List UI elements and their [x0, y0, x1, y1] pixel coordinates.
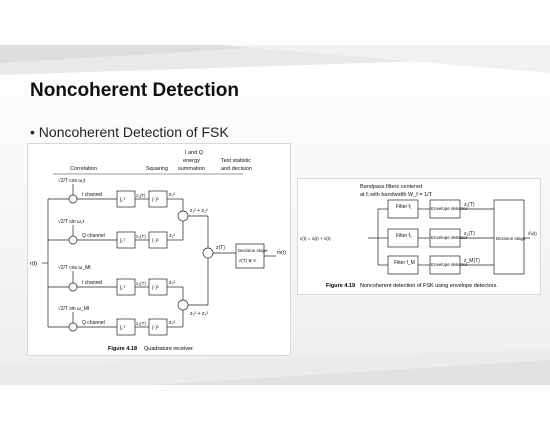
header-correlation: Correlation	[70, 166, 97, 172]
test-out: z(T)	[216, 245, 225, 251]
channel-3: I channel	[82, 280, 102, 286]
caption-419-num: Figure 4.19	[326, 283, 355, 289]
filter-1-label: Filter f₁	[396, 204, 412, 210]
header-iq-1: I and Q	[185, 150, 204, 156]
caption-418-num: Figure 4.18	[108, 346, 137, 352]
fig419-output: m̂ᵢ(t)	[528, 230, 537, 236]
ref-3: √2/T cos ω_Mt	[58, 264, 91, 271]
integrator-4: ∫₀ᵀ	[119, 325, 126, 331]
envelope-detector-diagram: Bandpass filters centered at fᵢ with ban…	[300, 184, 537, 289]
out-4: z₄(T)	[136, 321, 146, 326]
sum-1: z₁² + z₂²	[190, 208, 208, 214]
quadrature-receiver-diagram: Correlation Squaring I and Q energy summ…	[30, 150, 286, 352]
decision-box-2	[493, 199, 525, 275]
square-2: (·)²	[152, 238, 159, 244]
branch-3	[48, 271, 184, 300]
header-iq-2: energy	[183, 158, 200, 164]
header-iq-3: summation	[178, 166, 205, 172]
fig419-out-1: z₁(T)	[464, 202, 475, 208]
square-3: (·)²	[152, 285, 159, 291]
out-1: z₁(T)	[136, 193, 146, 198]
ref-4: √2/T sin ω_Mt	[58, 305, 90, 312]
header-test-1: Test statistic	[221, 158, 251, 164]
filter-m-label: Filter f_M	[394, 260, 415, 266]
integrator-3: ∫₀ᵀ	[119, 285, 126, 291]
fig419-out-m: z_M(T)	[464, 258, 480, 264]
decorative-header-band	[0, 45, 550, 75]
integrator-1: ∫₀ᵀ	[119, 197, 126, 203]
summer-2	[177, 299, 189, 311]
square-1: (·)²	[152, 197, 159, 203]
decision-rule: z(T) ≷ 0	[239, 258, 256, 263]
decorative-footer-band	[0, 350, 550, 385]
caption-418-text: Quadrature receiver.	[144, 346, 195, 352]
summer-final	[202, 247, 214, 259]
detector-1-label: Envelope detector	[431, 206, 468, 211]
header-test-2: and decision	[221, 166, 252, 172]
fig419-out-2: z₂(T)	[464, 231, 475, 237]
figure-envelope-detector-receiver: Bandpass filters centered at fᵢ with ban…	[297, 178, 541, 295]
detector-2-label: Envelope detector	[431, 235, 468, 240]
ref-2: √2/T sin ω₁t	[58, 218, 85, 225]
fig419-input: rᵢ(t) = sᵢ(t) + n(t)	[300, 236, 331, 241]
header-squaring: Squaring	[146, 166, 168, 172]
bullet-point: • Noncoherent Detection of FSK	[30, 124, 229, 140]
sq-term-1: z₁²	[169, 192, 175, 198]
decision-label-2: Decision stage	[496, 236, 526, 241]
out-2: z₂(T)	[136, 234, 146, 239]
channel-4: Q channel	[82, 320, 105, 326]
summer-1	[177, 210, 189, 222]
ref-1: √2/T cos ω₁t	[58, 177, 86, 184]
input-label: r(t)	[30, 261, 37, 267]
detector-m-label: Envelope detector	[431, 262, 468, 267]
branch-2	[48, 221, 184, 249]
channel-1: I channel	[82, 192, 102, 198]
decision-label-1: Decision stage	[238, 248, 268, 253]
square-4: (·)²	[152, 325, 159, 331]
output-1: m̂(t)	[277, 249, 286, 256]
fig419-header-1: Bandpass filters centered	[360, 184, 422, 190]
caption-419-text: Noncoherent detection of FSK using envel…	[360, 283, 498, 289]
channel-2: Q channel	[82, 233, 105, 239]
bullet-text: Noncoherent Detection of FSK	[38, 124, 229, 140]
fig419-header-2: at fᵢ with bandwidth W_f = 1/T	[360, 192, 433, 198]
branch-1	[48, 184, 184, 211]
integrator-2: ∫₀ᵀ	[119, 238, 126, 244]
sum-2: z₃² + z₄²	[190, 311, 208, 317]
slide-title: Noncoherent Detection	[30, 80, 240, 101]
sq-term-3: z₃²	[169, 280, 176, 286]
out-3: z₃(T)	[136, 281, 146, 286]
branch-4	[48, 310, 184, 336]
sq-term-2: z₂²	[169, 233, 175, 239]
sq-term-4: z₄²	[169, 320, 176, 326]
figure-quadrature-receiver: Correlation Squaring I and Q energy summ…	[27, 143, 291, 356]
filter-2-label: Filter f₂	[396, 233, 412, 239]
